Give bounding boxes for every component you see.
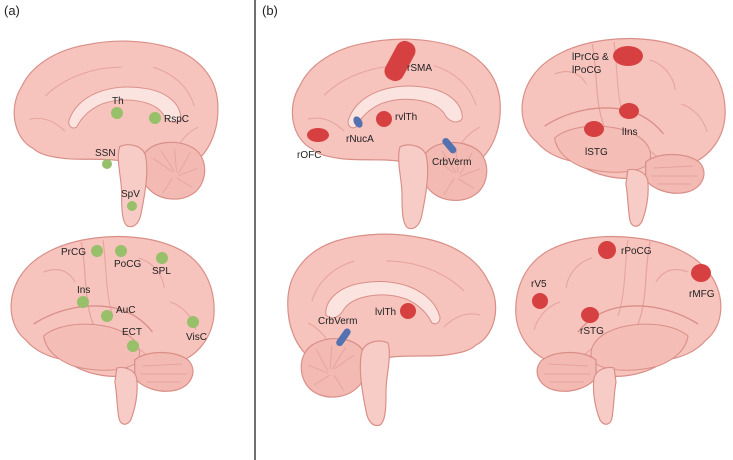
marker-rspc	[149, 112, 161, 124]
marker-visc	[187, 316, 199, 328]
marker-rv5	[532, 293, 548, 309]
marker-crbverm-b-bottom	[336, 328, 351, 347]
marker-lstg	[584, 121, 604, 137]
marker-rsma	[384, 40, 416, 82]
label-ssn: SSN	[95, 148, 116, 159]
marker-auc	[101, 310, 113, 322]
label-lpocg: lPoCG	[572, 65, 602, 76]
label-lvlth: lvlTh	[375, 307, 396, 318]
label-spv: SpV	[121, 189, 140, 200]
marker-lprcg-lpocg	[613, 46, 643, 66]
brain-a-top: Th RspC SSN SpV	[13, 40, 219, 228]
marker-rnuca	[353, 116, 363, 128]
marker-prcg	[91, 245, 103, 257]
label-ins: Ins	[77, 285, 90, 296]
label-rmfg: rMFG	[689, 289, 715, 300]
label-rspc: RspC	[164, 114, 189, 125]
marker-crbverm-b-top	[442, 137, 457, 154]
label-rvlth: rvlTh	[395, 112, 417, 123]
label-rpocg: rPoCG	[621, 246, 652, 257]
label-rofc: rOFC	[297, 150, 321, 161]
marker-rvlth	[376, 111, 392, 127]
brain-b-bottom-left: lvlTh CrbVerm	[287, 233, 497, 427]
marker-ect	[127, 340, 139, 352]
marker-th	[111, 107, 123, 119]
panel-label-b: (b)	[262, 3, 278, 18]
marker-ssn	[102, 159, 112, 169]
marker-rstg	[581, 307, 599, 323]
brain-b-top-left: rSMA rvlTh rNucA rOFC CrbVerm	[291, 38, 501, 230]
marker-rpocg	[598, 241, 616, 259]
label-rstg: rSTG	[580, 326, 604, 337]
label-spl: SPL	[152, 266, 171, 277]
brain-a-bottom: PrCG PoCG SPL Ins AuC ECT VisC	[10, 235, 215, 425]
label-crbverm-b-top: CrbVerm	[432, 157, 471, 168]
label-lstg: lSTG	[585, 147, 608, 158]
label-rsma: rSMA	[407, 63, 432, 74]
label-pocg: PoCG	[114, 259, 141, 270]
marker-spl	[156, 252, 168, 264]
label-rv5: rV5	[531, 279, 547, 290]
brain-b-top-right: lPrCG & lPoCG lIns lSTG	[521, 37, 726, 227]
label-prcg: PrCG	[61, 247, 86, 258]
label-visc: VisC	[186, 332, 207, 343]
panel-label-a: (a)	[4, 3, 20, 18]
marker-lvlth	[400, 303, 416, 319]
label-ect: ECT	[122, 327, 142, 338]
label-th: Th	[112, 96, 124, 107]
marker-pocg	[115, 245, 127, 257]
label-lins: lIns	[622, 127, 638, 138]
marker-lins	[619, 103, 639, 119]
marker-rmfg	[691, 264, 711, 282]
marker-spv	[127, 201, 137, 211]
label-lprcg: lPrCG &	[572, 52, 609, 63]
label-crbverm-b-bottom: CrbVerm	[318, 316, 357, 327]
brain-b-bottom-right: rPoCG rV5 rMFG rSTG	[515, 235, 722, 425]
marker-rofc	[307, 128, 329, 142]
marker-ins	[77, 296, 89, 308]
label-rnuca: rNucA	[346, 134, 374, 145]
label-auc: AuC	[116, 305, 135, 316]
